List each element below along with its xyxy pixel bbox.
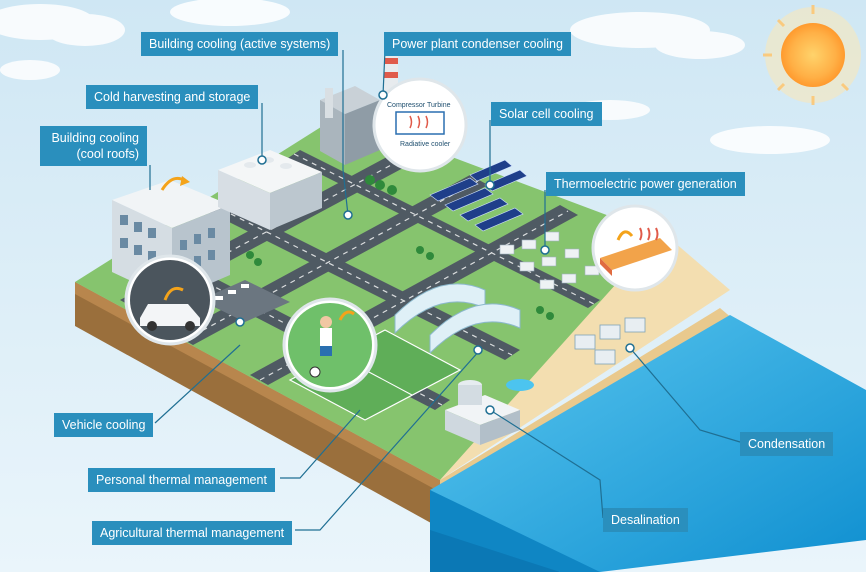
callout-building-cooling-active: Building cooling (active systems) xyxy=(141,32,339,56)
inset-compressor-label: Compressor xyxy=(387,102,426,109)
callout-desalination: Desalination xyxy=(603,508,688,532)
trees xyxy=(246,175,554,320)
clouds xyxy=(0,0,830,154)
callout-solar-cell-cooling: Solar cell cooling xyxy=(491,102,602,126)
vehicle-cooling-inset xyxy=(124,254,216,346)
callout-power-plant-condenser: Power plant condenser cooling xyxy=(384,32,571,56)
condensation-units xyxy=(574,317,646,365)
callout-personal-thermal: Personal thermal management xyxy=(88,468,275,492)
callout-cold-harvesting: Cold harvesting and storage xyxy=(86,85,259,109)
greenhouses xyxy=(394,283,521,355)
parking-lot xyxy=(200,280,290,322)
thermoelectric-inset xyxy=(591,204,679,292)
sun-icon xyxy=(763,5,861,105)
callout-cool-roofs-line1: Building cooling xyxy=(51,131,139,145)
callout-agricultural-thermal: Agricultural thermal management xyxy=(92,521,293,545)
desalination-plant xyxy=(445,379,534,445)
sea xyxy=(430,315,866,572)
callout-condensation: Condensation xyxy=(740,432,834,456)
inset-radiative-cooler-label: Radiative cooler xyxy=(400,141,451,148)
cold-storage-buildings xyxy=(218,150,322,230)
callout-cool-roofs: Building cooling (cool roofs) xyxy=(40,126,147,166)
callout-thermoelectric: Thermoelectric power generation xyxy=(546,172,745,196)
leader-lines xyxy=(149,49,741,531)
callout-vehicle-cooling: Vehicle cooling xyxy=(54,413,154,437)
callout-cool-roofs-line2: (cool roofs) xyxy=(76,147,139,161)
leader-endpoints xyxy=(235,90,635,415)
personal-thermal-inset xyxy=(282,297,378,393)
solar-panel-field xyxy=(429,159,528,232)
power-plant-inset: Compressor Turbine Radiative cooler xyxy=(372,77,468,173)
inset-turbine-label: Turbine xyxy=(427,102,451,109)
